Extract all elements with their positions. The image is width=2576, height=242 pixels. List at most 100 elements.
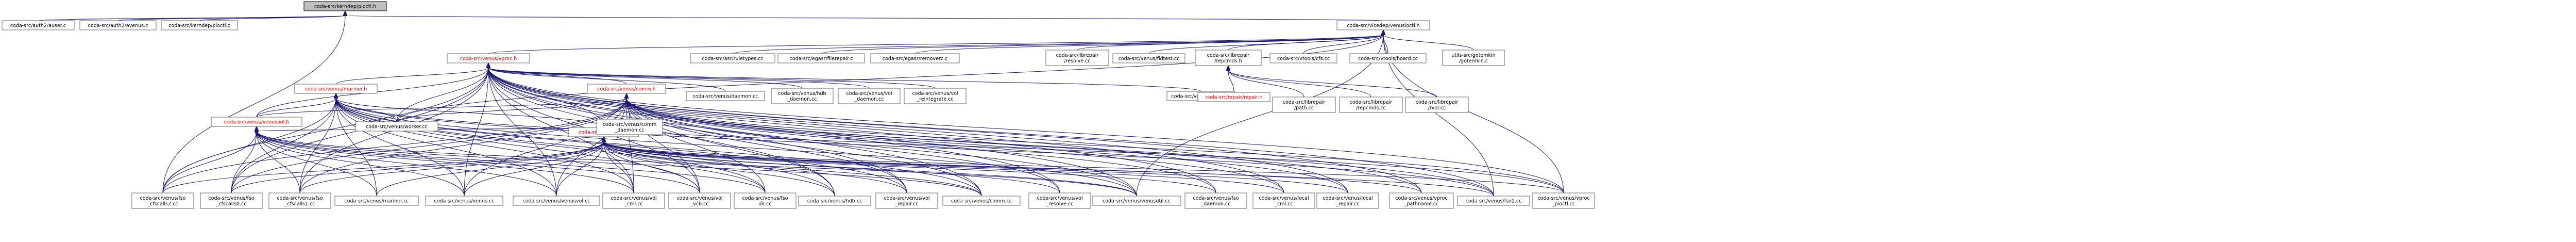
edge-localcml-to-vproc <box>488 68 1284 193</box>
node-localcml[interactable]: coda-src/venus/local_cml.cc <box>1252 192 1315 209</box>
node-root[interactable]: coda-src/kerndep/pioctl.h <box>303 1 387 11</box>
edge-marinercc-to-venusvolh <box>257 131 377 197</box>
node-box <box>1272 96 1336 113</box>
node-label: _vcb.cc <box>690 201 708 207</box>
node-box <box>870 53 960 63</box>
node-vproc[interactable]: coda-src/venus/vproc.h <box>447 53 530 63</box>
node-label: _resolve.cc <box>1046 201 1074 207</box>
node-egasrfilerepair[interactable]: coda-src/egasr/filerepair.c <box>777 53 865 63</box>
edge-cfscalls0-to-fsoh <box>231 141 604 193</box>
node-box <box>734 192 796 209</box>
node-label: _daemon.cc <box>787 96 817 102</box>
node-hdbcc[interactable]: coda-src/venus/hdb.cc <box>798 196 871 206</box>
node-venusvolh[interactable]: coda-src/venus/venusvol.h <box>211 117 302 127</box>
node-volvcb[interactable]: coda-src/venus/vol_vcb.cc <box>668 192 731 209</box>
node-box <box>1252 192 1315 209</box>
node-volrepair[interactable]: coda-src/venus/vol_repair.cc <box>875 192 938 209</box>
node-librpath[interactable]: coda-src/librepair/path.cc <box>1272 96 1336 113</box>
edge-worker-to-venusioctl <box>396 35 1383 122</box>
edge-worker-to-vproc <box>396 68 488 122</box>
edge-fso1-to-comm <box>626 98 1494 197</box>
edge-venuscc-to-fsoh <box>464 141 604 197</box>
node-label: coda-src/venus/fso <box>208 196 254 201</box>
node-label: coda-src/venus/fso <box>277 196 323 201</box>
node-label: coda-src/librepair <box>1056 53 1099 58</box>
node-label: coda-src/egasr/removerc.c <box>883 56 947 62</box>
node-label: _cfscalls2.cc <box>147 201 178 207</box>
node-box <box>1028 192 1091 209</box>
node-venusvolcc[interactable]: coda-src/venus/venusvol.cc <box>513 196 600 206</box>
node-librrvol[interactable]: coda-src/librepair/rvol.cc <box>1405 96 1469 113</box>
node-kernpioctl[interactable]: coda-src/kerndep/pioctl.c <box>161 20 238 30</box>
node-fidtest[interactable]: coda-src/venus/fidtest.cc <box>1112 53 1185 63</box>
node-commcc[interactable]: coda-src/venus/comm.cc <box>942 196 1021 206</box>
node-label: coda-src/vtools/cfs.cc <box>1277 56 1330 62</box>
node-worker[interactable]: coda-src/venus/worker.cc <box>355 121 438 132</box>
node-box <box>1184 192 1247 209</box>
edge-fsoh-to-mariner <box>336 98 604 128</box>
node-asrruletypes[interactable]: coda-src/asr/ruletypes.cc <box>690 53 775 63</box>
node-fso1[interactable]: coda-src/venus/fso1.cc <box>1457 196 1530 206</box>
node-librrepcmds[interactable]: coda-src/librepair/repcmds.cc <box>1339 96 1403 113</box>
edge-vprocpioctl-to-fsoh <box>604 141 1564 193</box>
node-label: coda-src/venus/venusvol.h <box>224 120 290 125</box>
node-librepresolve[interactable]: coda-src/librepair/resolve.cc <box>1045 50 1109 66</box>
edge-venusvolcc-to-fsoh <box>556 141 604 197</box>
node-cfscalls0[interactable]: coda-src/venus/fso_cfscalls0.cc <box>200 192 263 209</box>
edge-venusvolcc-to-mariner <box>336 98 557 197</box>
node-volcml[interactable]: coda-src/venus/vol_cml.cc <box>602 192 665 209</box>
node-mariner[interactable]: coda-src/venus/mariner.h <box>294 84 378 94</box>
edge-marinercc-to-mariner <box>336 98 377 197</box>
node-cfscalls1[interactable]: coda-src/venus/fso_cfscalls1.cc <box>268 192 331 209</box>
node-label: coda-src/venus/daemon.cc <box>692 94 758 100</box>
node-gotemkin[interactable]: utils-src/gotemkin/gotemkin.c <box>1442 50 1505 66</box>
node-localrepair[interactable]: coda-src/venus/local_repair.cc <box>1316 192 1379 209</box>
node-pathname[interactable]: coda-src/venus/vproc_pathname.cc <box>1389 192 1454 209</box>
node-label: coda-src/venus/vproc <box>1395 196 1447 201</box>
node-ctlhoard[interactable]: coda-src/vtools/hoard.cc <box>1349 53 1427 63</box>
edge-daemon-to-vproc <box>488 68 726 92</box>
node-daemon[interactable]: coda-src/venus/daemon.cc <box>686 91 765 101</box>
node-label: coda-src/venus/fso1.cc <box>1466 199 1522 204</box>
edge-cfscalls1-to-fsoh <box>299 141 604 193</box>
edge-cfscalls2-to-fsoh <box>162 141 604 193</box>
node-auth2user[interactable]: coda-src/auth2/auser.c <box>2 20 75 30</box>
node-label: /gotemkin.c <box>1459 58 1488 64</box>
node-venuscc[interactable]: coda-src/venus/venus.cc <box>425 196 503 206</box>
node-repcmds[interactable]: coda-src/librepair/repcmds.h <box>1195 50 1262 66</box>
node-voldaemon[interactable]: coda-src/venus/vol_daemon.cc <box>838 88 901 104</box>
edge-volcml-to-fsoh <box>604 141 634 193</box>
node-hdbdaemon[interactable]: coda-src/venus/hdb_daemon.cc <box>771 88 834 104</box>
node-label: coda-src/venus/vol <box>1037 196 1082 201</box>
node-venusioctl[interactable]: coda-src/vicedep/venusioctl.h <box>1336 20 1430 30</box>
node-box <box>1405 96 1469 113</box>
node-label: coda-src/venus/hdb.cc <box>807 199 862 204</box>
edge-cfscalls2-to-root <box>162 15 345 193</box>
edge-fsodaemon-to-fsoh <box>604 141 1216 193</box>
edge-ctlvfs-to-venusioctl <box>1303 35 1383 54</box>
node-comm[interactable]: coda-src/venus/comm.h <box>587 84 666 94</box>
node-ctlvfs[interactable]: coda-src/vtools/cfs.cc <box>1269 53 1337 63</box>
node-box <box>1389 192 1454 209</box>
node-repair[interactable]: coda-src/repair/repair.h <box>1197 92 1270 102</box>
node-cfscalls2[interactable]: coda-src/venus/fso_cfscalls2.cc <box>131 192 194 209</box>
node-venusutil[interactable]: coda-src/venus/venusutil.cc <box>1092 196 1181 206</box>
node-marinercc[interactable]: coda-src/venus/mariner.cc <box>334 196 419 206</box>
node-fsodaemon[interactable]: coda-src/venus/fso_daemon.cc <box>1184 192 1247 209</box>
edge-volreint-to-vproc <box>488 68 936 89</box>
node-label: coda-src/venus/fidtest.cc <box>1118 56 1180 62</box>
node-box <box>838 88 901 104</box>
node-box <box>268 192 331 209</box>
node-label: _repair.cc <box>894 201 918 207</box>
node-vprocpioctl[interactable]: coda-src/venus/vproc_pioctl.cc <box>1532 192 1595 209</box>
node-auth2avenus[interactable]: coda-src/auth2/avenus.c <box>79 20 157 30</box>
node-label: /rvol.cc <box>1428 105 1446 111</box>
node-egasrremoverc[interactable]: coda-src/egasr/removerc.c <box>870 53 960 63</box>
node-box <box>425 196 503 206</box>
edge-venusvolcc-to-venusvolh <box>257 131 557 197</box>
node-commdaemon[interactable]: coda-src/venus/comm_daemon.cc <box>596 119 663 135</box>
node-volresolve[interactable]: coda-src/venus/vol_resolve.cc <box>1028 192 1091 209</box>
node-volreint[interactable]: coda-src/venus/vol_reintegrate.cc <box>904 88 967 104</box>
